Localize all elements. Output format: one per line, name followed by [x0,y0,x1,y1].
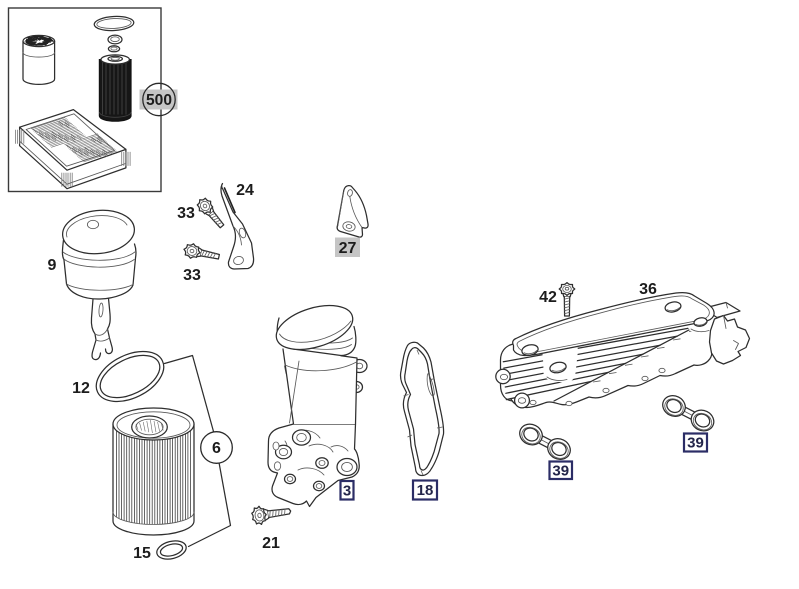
callout-highlight [335,237,360,257]
kit-oil-filter-element-drawing [98,54,132,122]
filter-housing-drawing [267,304,368,508]
callout-number: 39 [687,435,704,452]
bolt-21-drawing [251,505,292,526]
callout-number: 500 [146,92,172,109]
callout-number: 21 [262,535,280,552]
callout-500-kit[interactable]: 500 [139,82,178,117]
callout-18-gasket[interactable]: 18 [411,479,439,501]
callout-number: 12 [72,380,90,397]
kit-washer-drawing [107,34,123,53]
kit-oring-large-drawing [93,15,135,32]
gasket-39-right-drawing [662,395,715,432]
callout-number: 18 [417,482,434,499]
callout-number: 33 [183,267,201,284]
callout-24-bracket[interactable]: 24 [236,182,254,199]
callout-circle [200,431,233,464]
callout-21-bolt[interactable]: 21 [262,535,280,552]
callout-number: 15 [133,545,151,562]
callout-box [682,432,709,453]
fuel-filter-drawing [22,34,56,85]
gasket-18-drawing [399,341,445,477]
callout-15-oring[interactable]: 15 [133,545,151,562]
callout-39-gasket-right[interactable]: 39 [682,432,709,453]
callout-33-screw-lower[interactable]: 33 [183,267,201,284]
callout-12-oring[interactable]: 12 [72,380,90,397]
callout-highlight [139,89,178,110]
callout-number: 39 [552,462,569,479]
filter-element-drawing [112,407,195,536]
callout-number: 33 [177,205,195,222]
callout-number: 6 [212,440,221,457]
oring-15-drawing [156,540,187,560]
callout-box [411,479,439,501]
callout-box [548,460,574,481]
air-filter-drawing [14,108,131,190]
oring-12-drawing [95,350,165,403]
callout-33-screw-upper[interactable]: 33 [177,205,195,222]
callout-number: 42 [539,289,557,306]
callout-number: 3 [343,482,351,499]
callout-6-filter-element[interactable]: 6 [200,431,233,464]
callout-circle [142,82,176,117]
callout-42-bolt[interactable]: 42 [539,289,557,306]
filter-cap-drawing [61,209,137,361]
callout-number: 9 [48,257,57,274]
callout-number: 27 [339,240,357,257]
bolt-42-drawing [558,281,576,317]
leader-lines-6 [163,354,232,548]
bracket-27-drawing [336,184,369,238]
callout-box [339,479,355,501]
callout-39-gasket-left[interactable]: 39 [548,460,574,481]
oil-cooler-drawing [495,291,751,409]
screw-33-lower-drawing [183,243,221,260]
screw-33-upper-drawing [196,197,225,229]
callout-36-oil-cooler[interactable]: 36 [639,281,657,298]
callout-9-filter-cap[interactable]: 9 [48,257,57,274]
service-kit-box [7,7,162,193]
gasket-39-left-drawing [519,423,571,460]
callout-number: 24 [236,182,254,199]
bracket-24-drawing [220,182,255,270]
callout-3-filter-housing[interactable]: 3 [339,479,355,501]
callout-number: 36 [639,281,657,298]
callout-27-bracket[interactable]: 27 [335,237,360,258]
